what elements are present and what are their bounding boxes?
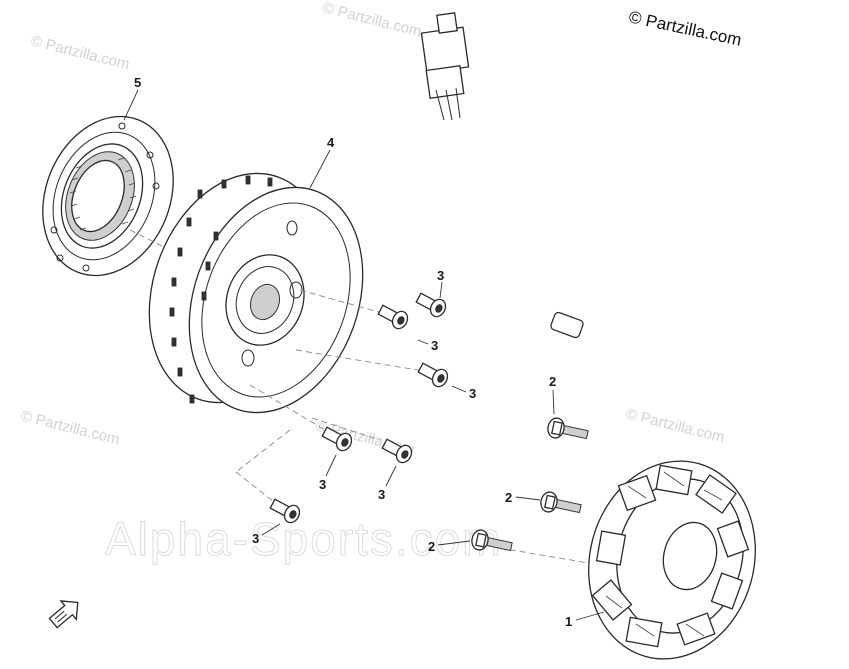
leader-line	[309, 149, 331, 189]
stator-part[interactable]	[420, 12, 777, 664]
leader-line	[325, 454, 337, 477]
flywheel-rotor-part[interactable]	[119, 148, 393, 437]
center-line	[299, 289, 401, 319]
flange-bolt-part[interactable]	[539, 491, 582, 519]
watermark-dealer: Alpha-Sports.com	[105, 513, 503, 565]
callout-bolt: 2	[549, 374, 556, 389]
flange-bolt-part[interactable]	[470, 529, 513, 557]
callout-screw: 3	[469, 386, 476, 401]
callout-screw: 3	[437, 268, 444, 283]
center-line	[235, 429, 291, 473]
leader-line	[261, 523, 281, 536]
center-line	[235, 471, 279, 506]
callout-clutch: 5	[134, 75, 141, 90]
screw-part[interactable]	[320, 424, 354, 454]
leader-line	[552, 389, 555, 415]
callout-screw: 3	[252, 531, 259, 546]
copyright-label: © Partzilla.com	[627, 7, 743, 49]
callout-screw: 3	[378, 487, 385, 502]
center-line	[249, 384, 326, 431]
center-line	[311, 417, 381, 441]
screw-part[interactable]	[414, 290, 448, 320]
screw-part[interactable]	[268, 496, 302, 526]
front-arrow-icon	[48, 600, 79, 629]
watermark-partzilla: © Partzilla.com	[19, 407, 121, 448]
leader-line	[515, 496, 541, 501]
leader-line	[575, 611, 605, 621]
watermark-partzilla: © Partzilla.com	[29, 32, 131, 73]
leader-line	[451, 385, 467, 393]
watermark-partzilla: © Partzilla.com	[321, 0, 423, 40]
screw-part[interactable]	[416, 360, 450, 390]
callout-screw: 3	[319, 477, 326, 492]
leader-line	[439, 281, 443, 299]
leader-line	[437, 540, 471, 546]
callout-bolt: 2	[505, 490, 512, 505]
callout-stator: 1	[565, 614, 572, 629]
screw-part[interactable]	[380, 436, 414, 466]
center-line	[499, 547, 601, 566]
callout-bolt: 2	[428, 539, 435, 554]
callout-flywheel: 4	[327, 135, 335, 150]
leader-line	[417, 339, 429, 345]
screw-part[interactable]	[376, 302, 410, 332]
watermark-layer: © Partzilla.com © Partzilla.com © Partzi…	[19, 0, 726, 566]
flange-bolt-part[interactable]	[546, 417, 589, 445]
watermark-partzilla: © Partzilla.com	[624, 405, 726, 446]
center-line	[295, 349, 431, 373]
leader-line	[123, 89, 139, 121]
callout-screw: 3	[431, 338, 438, 353]
leader-line	[385, 465, 397, 487]
